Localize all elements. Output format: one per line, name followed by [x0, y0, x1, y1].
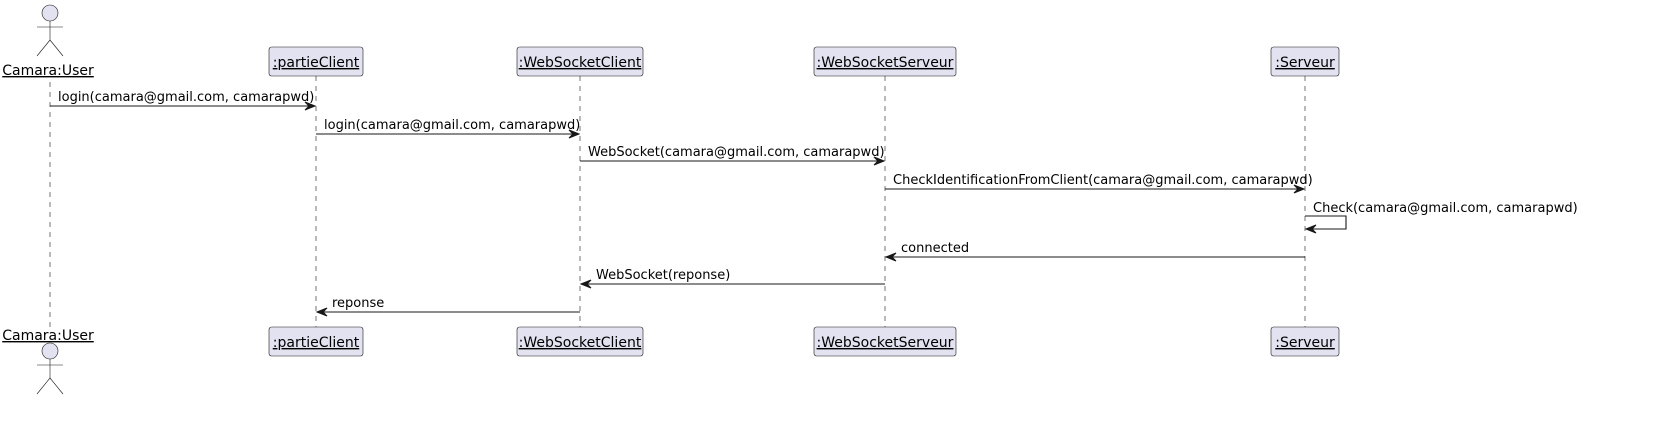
participant-box — [1270, 46, 1340, 77]
participant-label: Camara:User — [2, 63, 94, 79]
arrow-head — [873, 156, 886, 166]
message-4: CheckIdentificationFromClient(camara@gma… — [885, 173, 1313, 194]
participant-serveur-top: :Serveur — [1270, 46, 1340, 77]
participant-wsServeur-bottom: :WebSocketServeur — [813, 326, 957, 357]
participant-label: :WebSocketServeur — [817, 55, 954, 71]
participant-partieClient-bottom: :partieClient — [268, 326, 364, 357]
actor-top: Camara:User — [2, 4, 94, 79]
message-3: WebSocket(camara@gmail.com, camarapwd) — [580, 145, 886, 166]
message-7: WebSocket(reponse) — [579, 268, 885, 289]
arrow-head — [568, 129, 581, 139]
message-label: login(camara@gmail.com, camarapwd) — [58, 90, 314, 105]
message-label: login(camara@gmail.com, camarapwd) — [324, 118, 580, 133]
participant-label: :Serveur — [1275, 335, 1335, 351]
arrow-head — [1304, 224, 1317, 234]
messages: login(camara@gmail.com, camarapwd) login(… — [50, 90, 1578, 317]
message-2: login(camara@gmail.com, camarapwd) — [316, 118, 581, 139]
message-label: Check(camara@gmail.com, camarapwd) — [1313, 201, 1578, 216]
arrow-head — [1293, 184, 1306, 194]
lifelines — [49, 76, 1306, 327]
arrow-head — [304, 101, 317, 111]
participant-label: Camara:User — [2, 328, 94, 344]
message-label: WebSocket(camara@gmail.com, camarapwd) — [588, 145, 885, 160]
participant-label: :WebSocketClient — [519, 335, 642, 351]
participant-box — [268, 326, 364, 357]
participant-label: :WebSocketClient — [519, 55, 642, 71]
message-label: CheckIdentificationFromClient(camara@gma… — [893, 173, 1313, 188]
message-label: reponse — [332, 296, 384, 311]
message-5: Check(camara@gmail.com, camarapwd) — [1304, 201, 1578, 234]
arrow-head — [884, 252, 897, 262]
actor-icon — [36, 342, 64, 395]
participant-wsServeur-top: :WebSocketServeur — [813, 46, 957, 77]
message-8: reponse — [315, 296, 580, 317]
actor-bottom: Camara:User — [2, 328, 94, 395]
message-6: connected — [884, 241, 1305, 262]
participant-box — [516, 326, 644, 357]
participant-label: :partieClient — [273, 55, 360, 71]
participant-wsClient-top: :WebSocketClient — [516, 46, 644, 77]
participant-wsClient-bottom: :WebSocketClient — [516, 326, 644, 357]
participant-box — [268, 46, 364, 77]
actor-icon — [36, 4, 64, 57]
arrow-head — [315, 307, 328, 317]
participant-label: :partieClient — [273, 335, 360, 351]
participant-serveur-bottom: :Serveur — [1270, 326, 1340, 357]
participants: Camara:UserCamara:User:partieClient:part… — [2, 4, 1340, 395]
participant-label: :Serveur — [1275, 55, 1335, 71]
message-label: connected — [901, 241, 969, 256]
message-arrow — [1305, 215, 1347, 230]
arrow-head — [579, 279, 592, 289]
participant-partieClient-top: :partieClient — [268, 46, 364, 77]
participant-box — [516, 46, 644, 77]
message-label: WebSocket(reponse) — [596, 268, 730, 283]
message-1: login(camara@gmail.com, camarapwd) — [50, 90, 317, 111]
participant-box — [813, 326, 957, 357]
participant-box — [1270, 326, 1340, 357]
participant-box — [813, 46, 957, 77]
participant-label: :WebSocketServeur — [817, 335, 954, 351]
